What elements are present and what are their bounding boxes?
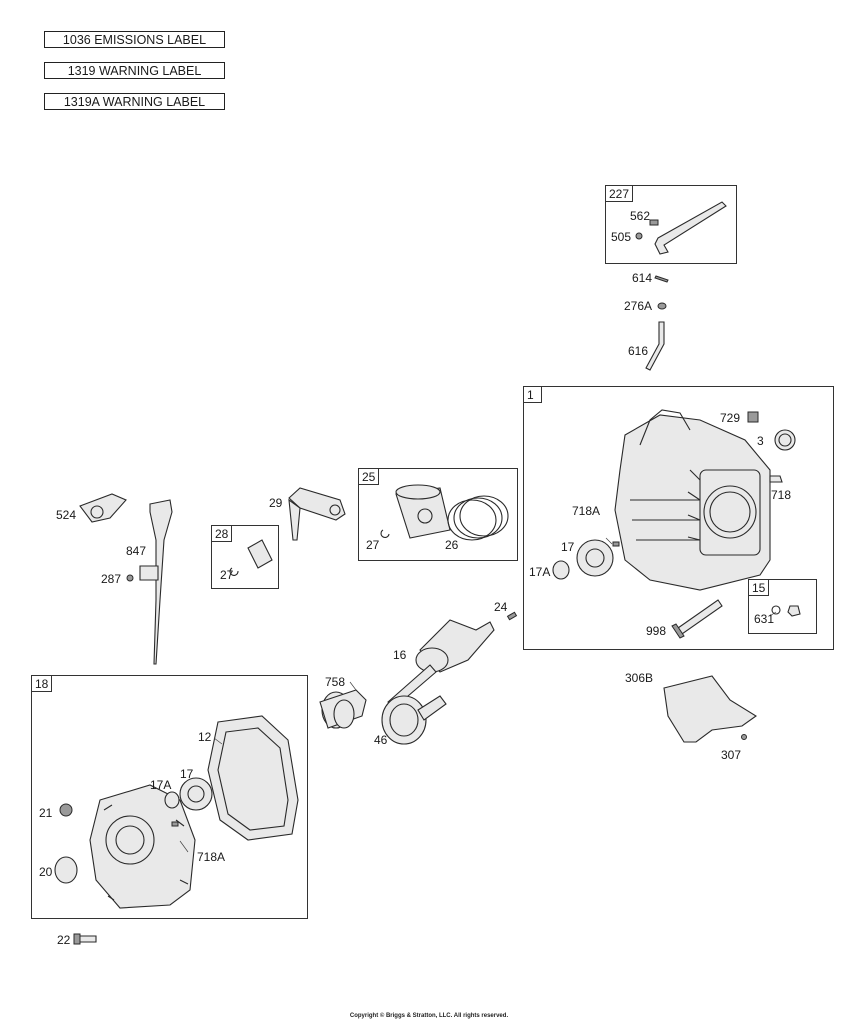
group-number: 1 bbox=[524, 387, 542, 403]
callout-287: 287 bbox=[101, 572, 122, 586]
governor-lever-part bbox=[635, 201, 727, 283]
plug-part bbox=[59, 803, 73, 817]
callout-21: 21 bbox=[39, 806, 53, 820]
bolt-part bbox=[77, 935, 97, 943]
crankshaft-part bbox=[387, 619, 495, 709]
cam-gear-part bbox=[319, 689, 367, 729]
callout-505: 505 bbox=[611, 230, 632, 244]
callout-616: 616 bbox=[628, 344, 649, 358]
callout-562: 562 bbox=[630, 209, 651, 223]
group-box-15: 15 bbox=[748, 579, 817, 634]
callout-17-top: 17 bbox=[561, 540, 575, 554]
callout-614: 614 bbox=[632, 271, 653, 285]
group-number: 18 bbox=[32, 676, 53, 692]
oil-seal-part bbox=[552, 560, 570, 580]
group-box-227: 227 bbox=[605, 185, 737, 264]
callout-12: 12 bbox=[198, 730, 212, 744]
group-box-25: 25 bbox=[358, 468, 518, 561]
callout-718: 718 bbox=[771, 488, 792, 502]
piston-pin-part bbox=[229, 539, 273, 576]
group-box-28: 28 bbox=[211, 525, 279, 589]
callout-17-bottom: 17 bbox=[180, 767, 194, 781]
dipstick-tube-part bbox=[139, 499, 173, 665]
group-number: 28 bbox=[212, 526, 233, 542]
leader-lines bbox=[179, 537, 777, 853]
callout-998: 998 bbox=[646, 624, 667, 638]
callout-27-pin: 27 bbox=[220, 568, 234, 582]
warning-label-item: 1319 WARNING LABEL bbox=[44, 62, 225, 79]
bearing-part bbox=[179, 777, 213, 811]
callout-276A: 276A bbox=[624, 299, 653, 313]
callout-27-piston: 27 bbox=[366, 538, 380, 552]
group-number: 15 bbox=[749, 580, 770, 596]
callout-26: 26 bbox=[445, 538, 459, 552]
callout-24: 24 bbox=[494, 600, 508, 614]
key-part bbox=[506, 611, 518, 621]
dipstick-seal-part bbox=[79, 493, 127, 523]
callout-22: 22 bbox=[57, 933, 71, 947]
dowel-pin-part bbox=[171, 821, 179, 827]
connecting-rod-part bbox=[288, 487, 346, 541]
cylinder-block-part bbox=[614, 409, 796, 591]
governor-link-part bbox=[645, 321, 665, 371]
piston-rings-part bbox=[447, 495, 509, 541]
callout-718A-bottom: 718A bbox=[197, 850, 226, 864]
callout-46: 46 bbox=[374, 733, 388, 747]
callout-307: 307 bbox=[721, 748, 742, 762]
camshaft-part bbox=[381, 695, 447, 745]
group-box-1: 1 bbox=[523, 386, 834, 650]
callout-847: 847 bbox=[126, 544, 147, 558]
emissions-label-item: 1036 EMISSIONS LABEL bbox=[44, 31, 225, 48]
governor-shaft-part bbox=[671, 599, 723, 639]
callout-524: 524 bbox=[56, 508, 77, 522]
callout-758: 758 bbox=[325, 675, 346, 689]
bearing-part bbox=[576, 539, 614, 577]
warning-label-a-item: 1319A WARNING LABEL bbox=[44, 93, 225, 110]
callout-17A-top: 17A bbox=[529, 565, 551, 579]
screw-part bbox=[741, 734, 747, 740]
callout-20: 20 bbox=[39, 865, 53, 879]
group-number: 25 bbox=[359, 469, 380, 485]
oil-seal-part bbox=[54, 856, 78, 884]
dowel-pin-part bbox=[612, 541, 620, 547]
callout-3: 3 bbox=[757, 434, 764, 448]
callout-718A-top: 718A bbox=[572, 504, 601, 518]
group-number: 227 bbox=[606, 186, 634, 202]
washer-part bbox=[657, 302, 667, 310]
oil-seal-part bbox=[164, 791, 180, 809]
gasket-part bbox=[207, 715, 299, 841]
callout-729: 729 bbox=[720, 411, 741, 425]
callout-306B: 306B bbox=[625, 671, 654, 685]
drain-plug-part bbox=[787, 605, 801, 617]
callout-16: 16 bbox=[393, 648, 407, 662]
group-box-18: 18 bbox=[31, 675, 308, 919]
blower-housing-shield-part bbox=[663, 675, 757, 743]
callout-631: 631 bbox=[754, 612, 775, 626]
screw-part bbox=[126, 574, 134, 582]
callout-17A-bottom: 17A bbox=[150, 778, 172, 792]
callout-29: 29 bbox=[269, 496, 283, 510]
piston-part bbox=[395, 484, 451, 539]
crankcase-cover-part bbox=[89, 784, 196, 909]
copyright-notice: Copyright © Briggs & Stratton, LLC. All … bbox=[349, 1013, 509, 1019]
